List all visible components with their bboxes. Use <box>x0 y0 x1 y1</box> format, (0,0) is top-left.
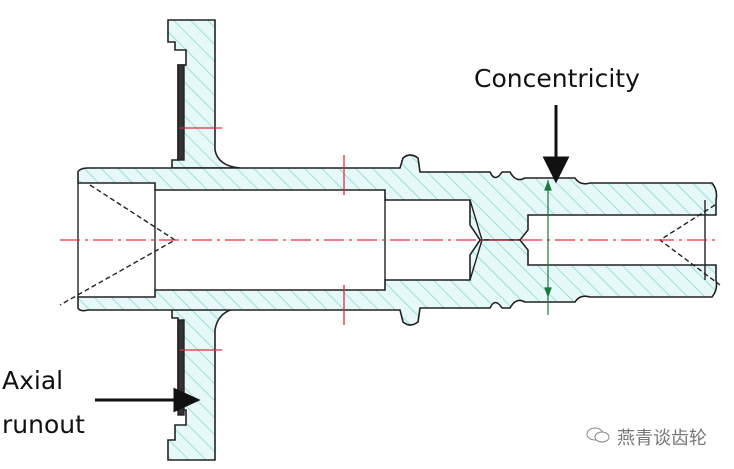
watermark-text: 燕青谈齿轮 <box>617 428 707 449</box>
concentricity-arrow <box>542 105 570 184</box>
concentricity-label: Concentricity <box>474 64 640 93</box>
centerlines <box>60 127 720 351</box>
axial-runout-label-line1: Axial <box>2 366 64 395</box>
axial-runout-arrow <box>95 387 201 413</box>
axial-runout-label-line2: runout <box>2 410 85 439</box>
watermark: 燕青谈齿轮 <box>585 424 707 450</box>
wechat-icon <box>585 425 611 450</box>
concentricity-dimension <box>544 180 552 315</box>
part-body <box>77 19 718 461</box>
